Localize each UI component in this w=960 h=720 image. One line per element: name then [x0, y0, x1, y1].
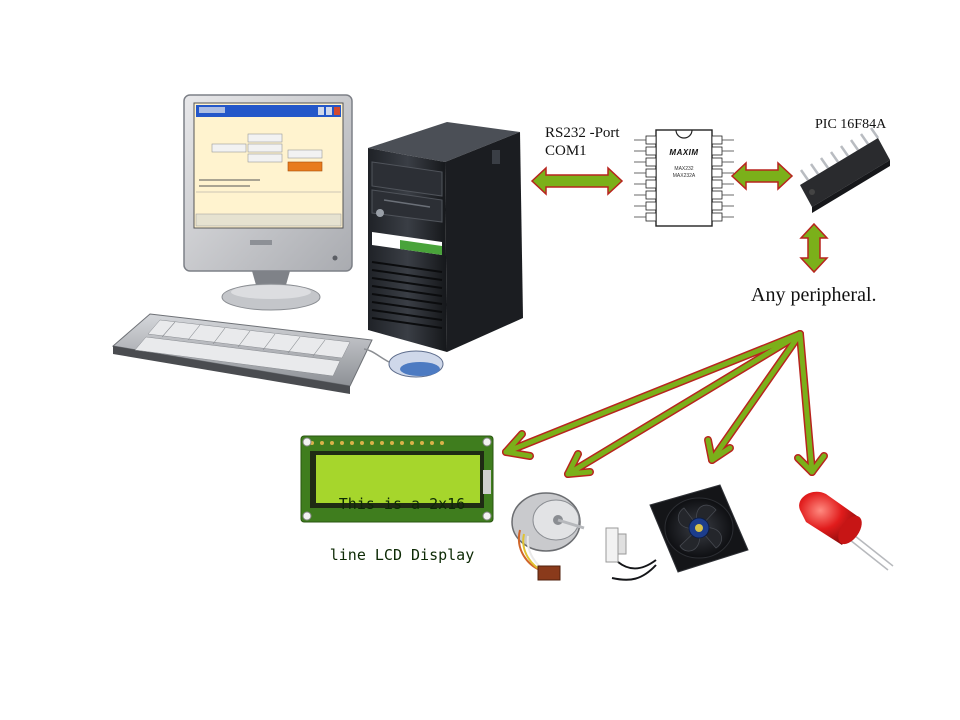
rs232-line2: COM1 — [545, 143, 587, 159]
arrow-max232-pic — [730, 161, 794, 191]
peripheral-arrows — [502, 330, 828, 478]
computer-tower — [368, 122, 523, 352]
lcd-screen — [316, 455, 480, 503]
lcd-line-1: This is a 2x16 — [338, 495, 466, 513]
cooling-fan — [605, 484, 749, 581]
stepper-motor — [511, 492, 585, 581]
rs232-line1: RS232 -Port — [545, 125, 620, 141]
pic-microcontroller — [799, 127, 890, 213]
chip-part-label-1: MAX232 — [674, 166, 694, 172]
keyboard — [111, 313, 373, 394]
rs232-port-label: RS232 -Port COM1 — [545, 124, 620, 160]
monitor — [183, 94, 353, 311]
lcd-line-2: line LCD Display — [329, 546, 475, 564]
chip-part-label-2: MAX232A — [672, 173, 696, 179]
mouse — [363, 348, 444, 378]
lcd-text: This is a 2x16 line LCD Display — [322, 462, 482, 581]
pic-label: PIC 16F84A — [815, 117, 887, 132]
arrow-pc-max232 — [530, 166, 624, 196]
chip-brand-label: MAXIM — [669, 148, 699, 157]
lcd-module — [300, 435, 494, 523]
peripheral-label: Any peripheral. — [751, 284, 877, 306]
red-led — [799, 491, 894, 571]
max232-chip — [634, 129, 734, 227]
arrow-pic-peripheral — [799, 222, 829, 274]
